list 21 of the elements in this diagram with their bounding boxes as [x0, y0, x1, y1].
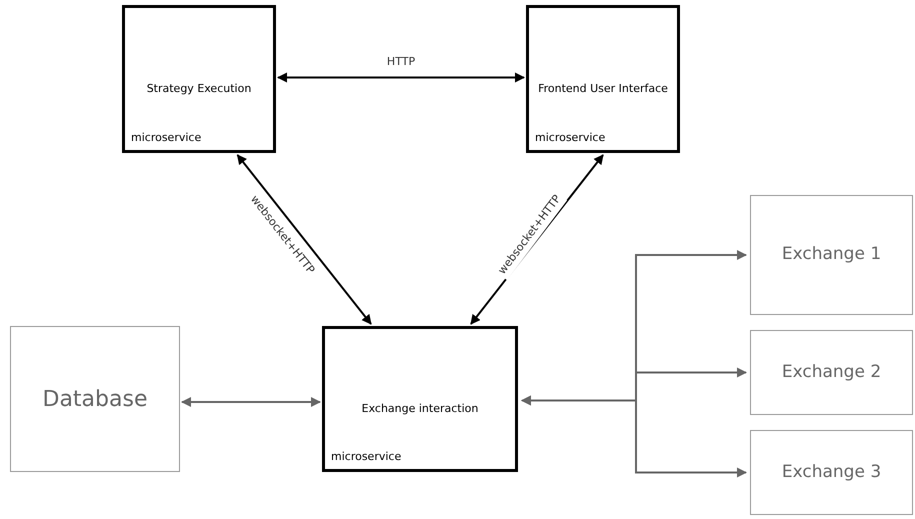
- microservice-box: [122, 5, 276, 153]
- external-box: [750, 195, 913, 315]
- arrow: [277, 72, 525, 83]
- subtitle-text: Frontend User Interface: [537, 82, 669, 96]
- node-title: Exchange 3: [780, 460, 882, 484]
- microservice-box: [526, 5, 680, 153]
- microservice-box: [322, 326, 518, 472]
- node-title: Exchange 2: [780, 360, 882, 384]
- type-text: microservice: [331, 448, 402, 464]
- type-text: microservice: [535, 130, 606, 146]
- node-title: Exchange 1: [780, 243, 882, 266]
- node-title: Database: [42, 386, 148, 414]
- arrow: [521, 395, 747, 478]
- external-box: [10, 326, 180, 472]
- arrow: [181, 397, 321, 407]
- subtitle-text: Strategy Execution: [146, 82, 252, 96]
- external-box: [750, 430, 913, 515]
- arrow: [236, 154, 372, 325]
- subtitle-text: Exchange interaction: [360, 402, 480, 416]
- external-box: [750, 330, 913, 415]
- type-text: microservice: [131, 130, 202, 146]
